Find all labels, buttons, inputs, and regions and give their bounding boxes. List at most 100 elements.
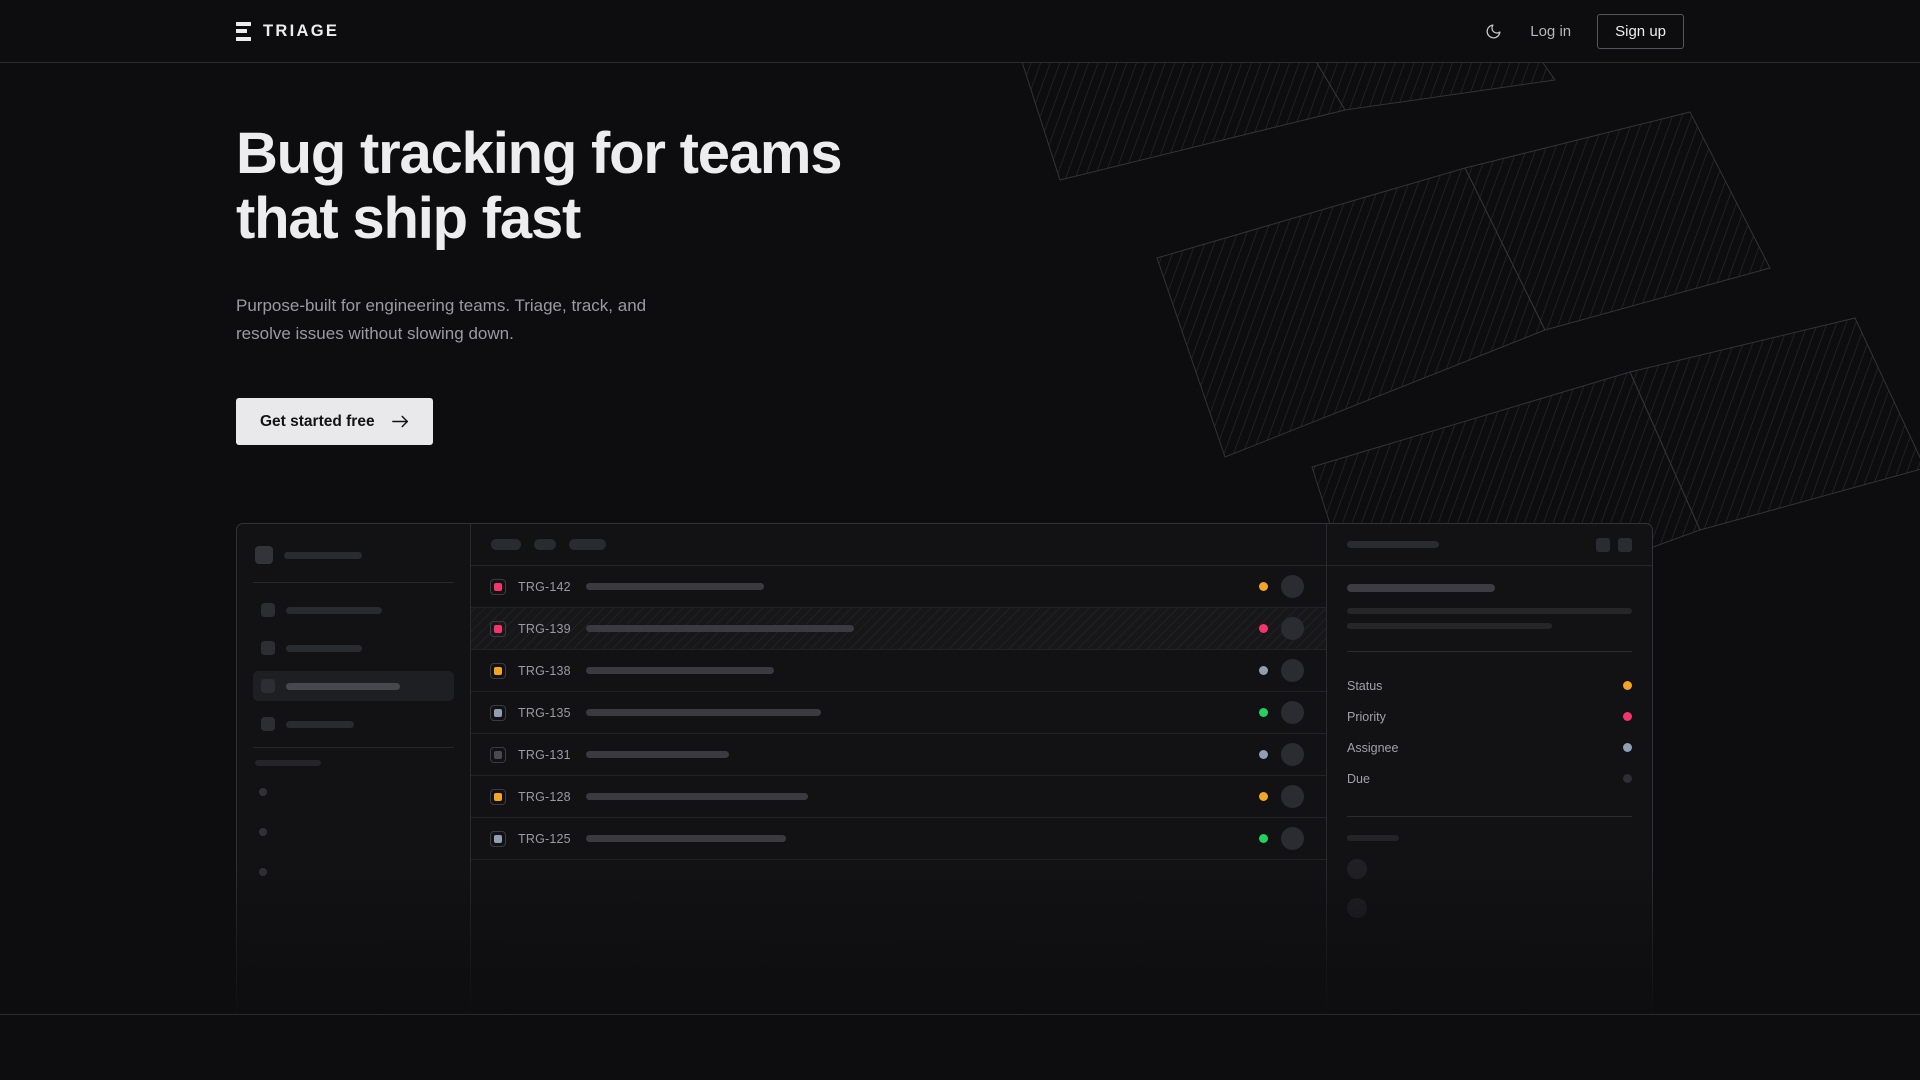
avatar	[1281, 827, 1304, 850]
issue-title-skeleton	[586, 625, 854, 632]
priority-badge-icon	[490, 704, 506, 721]
detail-heading-skeleton	[1347, 584, 1495, 592]
sidebar-item-label-skeleton	[286, 720, 354, 728]
sidebar-item-1[interactable]	[253, 633, 454, 663]
meta-label: Due	[1347, 771, 1370, 786]
status-badge	[1259, 792, 1268, 801]
meta-value-dot	[1623, 774, 1632, 783]
issue-id: TRG-125	[518, 831, 571, 846]
avatar	[1281, 617, 1304, 640]
sidebar-mini-dot	[259, 868, 267, 876]
filter-chip-0[interactable]	[491, 539, 521, 550]
comment-avatar	[1347, 859, 1367, 879]
brand-logo[interactable]: TRIAGE	[236, 21, 340, 41]
detail-action-button-0[interactable]	[1596, 537, 1610, 552]
sidebar-item-label-skeleton	[286, 606, 382, 614]
sidebar-item-icon	[261, 641, 275, 655]
issue-title-skeleton	[586, 583, 764, 590]
table-row[interactable]: TRG-128	[471, 776, 1326, 818]
issue-title-skeleton	[586, 793, 808, 800]
comment-avatar	[1347, 898, 1367, 918]
table-row[interactable]: TRG-125	[471, 818, 1326, 860]
login-link[interactable]: Log in	[1530, 22, 1572, 40]
sidebar-item-label-skeleton	[286, 682, 400, 690]
sidebar-mini-item[interactable]	[253, 780, 454, 804]
sidebar-nav	[253, 595, 454, 739]
hero-subtitle: Purpose-built for engineering teams. Tri…	[236, 295, 647, 344]
status-badge	[1259, 624, 1268, 633]
sidebar-mini-item[interactable]	[253, 820, 454, 844]
meta-row-status[interactable]: Status	[1347, 670, 1632, 701]
row-meta	[1259, 743, 1304, 766]
filter-chip-1[interactable]	[534, 539, 556, 550]
page-title: Bug tracking for teams that ship fast	[236, 121, 842, 251]
meta-row-priority[interactable]: Priority	[1347, 701, 1632, 732]
meta-row-due[interactable]: Due	[1347, 763, 1632, 794]
table-row[interactable]: TRG-135	[471, 692, 1326, 734]
header-actions: Log in Sign up	[1482, 13, 1684, 49]
detail-text-line	[1347, 623, 1553, 629]
detail-header	[1327, 524, 1652, 566]
sidebar-item-icon	[261, 603, 275, 617]
moon-icon[interactable]	[1482, 20, 1504, 42]
meta-label: Priority	[1347, 709, 1386, 724]
row-meta	[1259, 659, 1304, 682]
issue-title-skeleton	[586, 709, 821, 716]
issue-id: TRG-139	[518, 621, 571, 636]
sidebar-section-label	[255, 760, 321, 766]
comments-label-skeleton	[1347, 835, 1399, 841]
footer-divider	[0, 1014, 1920, 1015]
comment-avatars	[1347, 859, 1632, 918]
avatar	[1281, 659, 1304, 682]
sidebar-mini-item[interactable]	[253, 860, 454, 884]
sidebar-item-2[interactable]	[253, 671, 454, 701]
issue-title-skeleton	[586, 835, 786, 842]
signup-button[interactable]: Sign up	[1597, 13, 1684, 49]
issue-id: TRG-128	[518, 789, 571, 804]
table-row[interactable]: TRG-131	[471, 734, 1326, 776]
table-row[interactable]: TRG-138	[471, 650, 1326, 692]
workspace-switcher[interactable]	[253, 542, 454, 568]
table-row[interactable]: TRG-142	[471, 566, 1326, 608]
get-started-label: Get started free	[260, 412, 375, 430]
hero-section: Bug tracking for teams that ship fast Pu…	[236, 121, 842, 446]
filter-chip-2[interactable]	[569, 539, 606, 550]
meta-value-dot	[1623, 743, 1632, 752]
sidebar-item-0[interactable]	[253, 595, 454, 625]
table-row[interactable]: TRG-139	[471, 608, 1326, 650]
issue-id: TRG-131	[518, 747, 571, 762]
meta-value-dot	[1623, 712, 1632, 721]
brand-name: TRIAGE	[263, 21, 340, 40]
sidebar-divider-top	[253, 582, 454, 583]
status-badge	[1259, 582, 1268, 591]
meta-value-dot	[1623, 681, 1632, 690]
detail-action-button-1[interactable]	[1618, 537, 1632, 552]
priority-badge-icon	[490, 746, 506, 763]
get-started-button[interactable]: Get started free	[236, 398, 433, 446]
priority-badge-icon	[490, 578, 506, 595]
avatar	[1281, 785, 1304, 808]
issue-id: TRG-135	[518, 705, 571, 720]
site-header: TRIAGE Log in Sign up	[0, 0, 1920, 63]
meta-row-assignee[interactable]: Assignee	[1347, 732, 1632, 763]
detail-title-skeleton	[1347, 541, 1439, 548]
workspace-name-skeleton	[284, 551, 362, 559]
issue-title-skeleton	[586, 751, 729, 758]
mock-sidebar	[237, 524, 471, 1015]
sidebar-mini-dot	[259, 788, 267, 796]
arrow-right-icon	[391, 416, 408, 428]
sidebar-mini-dot	[259, 828, 267, 836]
sidebar-divider-bottom	[253, 747, 454, 748]
priority-badge-icon	[490, 662, 506, 679]
detail-divider	[1347, 651, 1632, 652]
sidebar-item-3[interactable]	[253, 709, 454, 739]
sidebar-item-icon	[261, 679, 275, 693]
detail-text-line	[1347, 608, 1632, 614]
sidebar-mini-list	[253, 780, 454, 884]
sidebar-item-icon	[261, 717, 275, 731]
row-meta	[1259, 827, 1304, 850]
